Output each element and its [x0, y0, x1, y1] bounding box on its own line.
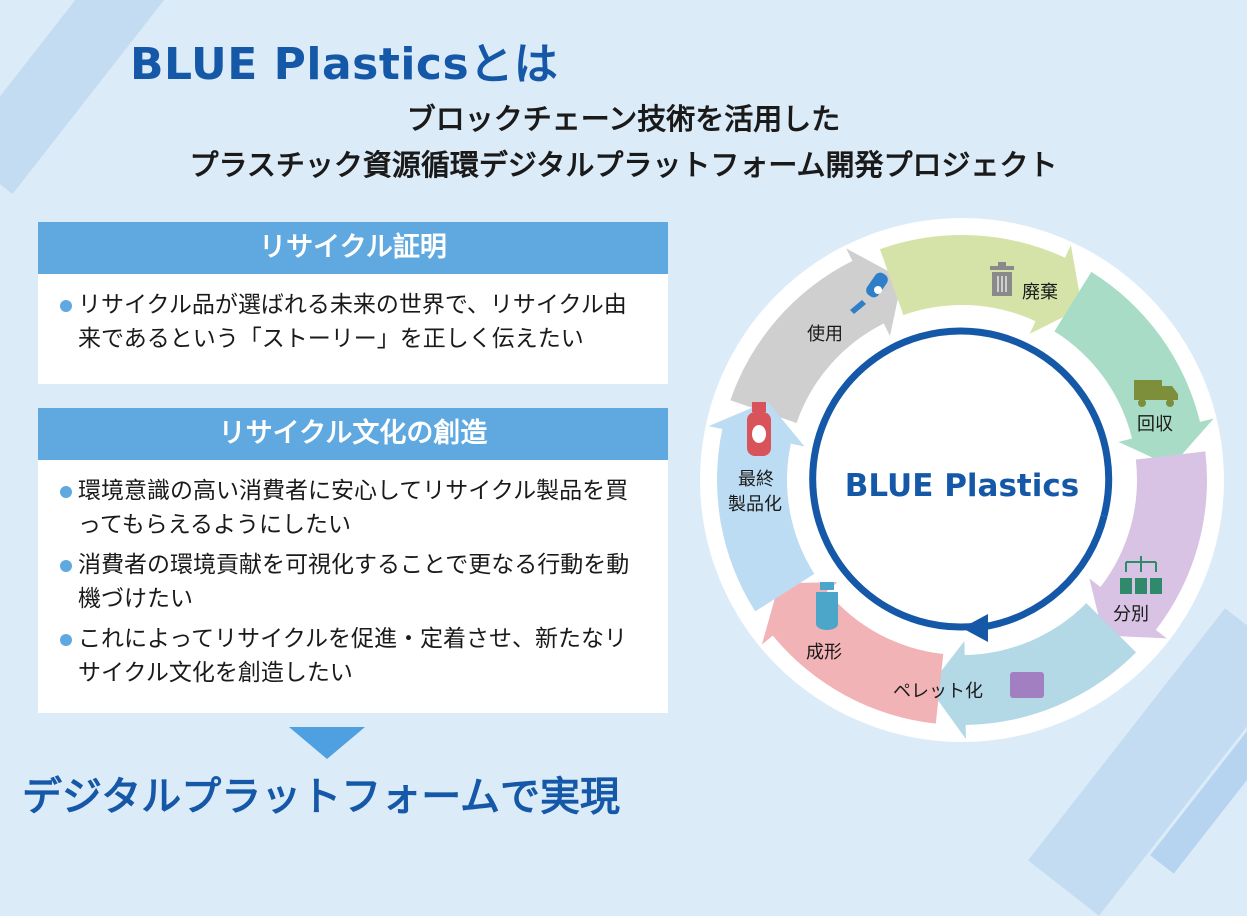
- bullet-item: これによってリサイクルを促進・定着させ、新たなリサイクル文化を創造したい: [60, 622, 644, 690]
- stage-label-collection: 回収: [1137, 414, 1173, 435]
- inner-cycle-arrow: [809, 327, 1113, 631]
- hand-bottle-icon: [850, 272, 888, 314]
- cycle-center-label: BLUE Plastics: [845, 468, 1079, 504]
- bullet-item: 環境意識の高い消費者に安心してリサイクル製品を買ってもらえるようにしたい: [60, 474, 644, 542]
- recycling-cycle-diagram: BLUE Plastics 廃棄 回収 分別 ペレット化 成形 最終 製品化 使…: [700, 218, 1224, 742]
- bullet-list: 環境意識の高い消費者に安心してリサイクル製品を買ってもらえるようにしたい 消費者…: [38, 460, 668, 706]
- cycle-segments: [708, 235, 1214, 739]
- preform-bottle-icon: [816, 582, 838, 630]
- page-title: BLUE Plasticsとは: [130, 39, 559, 90]
- cycle-arrow-sorting: [1054, 271, 1214, 467]
- stage-label-disposal: 廃棄: [1022, 282, 1058, 303]
- stage-label-pelletizing: ペレット化: [893, 681, 983, 702]
- product-bottle-icon: [747, 402, 771, 456]
- subtitle-line-1: ブロックチェーン技術を活用した: [406, 102, 841, 136]
- stage-label-use: 使用: [807, 324, 843, 345]
- cycle-arrow-use: [708, 401, 815, 612]
- stage-label-final-product-2: 製品化: [728, 494, 782, 515]
- stage-label-sorting: 分別: [1113, 604, 1149, 625]
- subtitle: ブロックチェーン技術を活用した プラスチック資源循環デジタルプラットフォーム開発…: [0, 96, 1247, 188]
- pellets-icon: [1010, 672, 1044, 698]
- conclusion-title: デジタルプラットフォームで実現: [22, 774, 620, 820]
- section-recycling-proof: リサイクル証明 リサイクル品が選ばれる未来の世界で、リサイクル由来であるという「…: [38, 222, 668, 384]
- cycle-arrow-pelletizing: [1089, 451, 1207, 639]
- cycle-arrow-final-product: [761, 582, 944, 724]
- truck-icon: [1134, 380, 1178, 407]
- bullet-list: リサイクル品が選ばれる未来の世界で、リサイクル由来であるという「ストーリー」を正…: [38, 274, 668, 372]
- cycle-arrow-molding: [928, 603, 1137, 739]
- down-arrow-icon: [289, 727, 365, 759]
- section-heading: リサイクル証明: [38, 222, 668, 274]
- inner-cycle-arrow-tail: [981, 515, 1108, 631]
- cycle-arrow-disposal: [730, 248, 903, 424]
- subtitle-line-2: プラスチック資源循環デジタルプラットフォーム開発プロジェクト: [189, 148, 1058, 182]
- bullet-item: リサイクル品が選ばれる未来の世界で、リサイクル由来であるという「ストーリー」を正…: [60, 288, 644, 356]
- section-heading: リサイクル文化の創造: [38, 408, 668, 460]
- sorting-bins-icon: [1120, 556, 1162, 594]
- bullet-item: 消費者の環境貢献を可視化することで更なる行動を動機づけたい: [60, 548, 644, 616]
- stage-label-molding: 成形: [806, 642, 842, 663]
- inner-arrowhead-icon: [962, 614, 988, 642]
- cycle-arrow-collection: [879, 235, 1083, 334]
- trash-icon: [990, 262, 1014, 296]
- stage-label-final-product-1: 最終: [738, 469, 774, 490]
- section-recycling-culture: リサイクル文化の創造 環境意識の高い消費者に安心してリサイクル製品を買ってもらえ…: [38, 408, 668, 713]
